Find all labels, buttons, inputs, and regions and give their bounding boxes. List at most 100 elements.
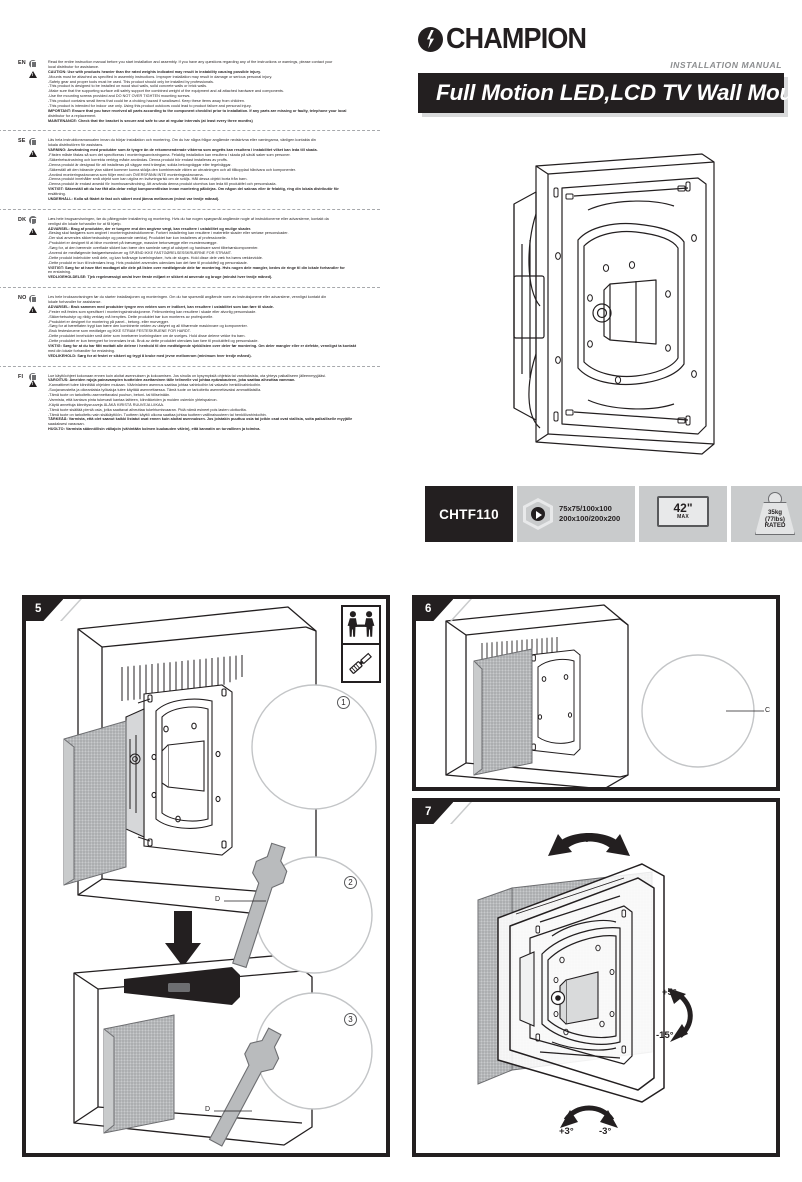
lang-body-line: -Tämä tuote on tarkoitettu vain sisäkäyt…: [48, 412, 267, 417]
lang-body-line: -Fester må festes som spesifisert i mont…: [48, 309, 257, 314]
lang-body-line: -Sørg for, at den bærende overflade sikk…: [48, 246, 259, 250]
lang-code-dk: DK: [18, 216, 27, 223]
lang-body-line: -Denna produkt är endast avsedd för inom…: [48, 182, 277, 187]
lang-body-line: -Safety gear and proper tools must be us…: [48, 79, 214, 84]
step-panel-5: 5: [22, 595, 390, 1157]
screen-size-value: 42": [673, 500, 693, 515]
step-7-illustration: [416, 802, 776, 1153]
manual-kicker: INSTALLATION MANUAL: [670, 60, 782, 70]
lang-body-line: VEDLIGEHOLDELSE: Tjek regelmæssigt om/at…: [48, 275, 273, 280]
product-illustration: [470, 148, 750, 468]
lang-block-dk: DK Læs hele brugsanvisningen, før du påbe…: [18, 216, 410, 280]
lang-divider: [0, 130, 380, 132]
warning-triangle-icon: [29, 306, 37, 314]
weight-note: RATED: [764, 522, 786, 530]
callout-3: 3: [344, 1013, 357, 1026]
lang-intro-line: lokala distributören för assistans.: [48, 143, 104, 148]
tilt-up-angle-label: +5°: [662, 987, 677, 998]
lang-body-line: -Produktet er designet til at blive mont…: [48, 241, 218, 246]
brand-name: CHAMPION: [446, 22, 587, 55]
vesa-line-2: 200x100/200x200: [559, 514, 621, 523]
lang-body-line: -Denna produkt är designad för att insta…: [48, 162, 232, 167]
lang-intro-line: Läs hela instruktionsmanualen innan du b…: [48, 138, 316, 143]
lang-body-line: -Sørg for at bæreflaten trygt kan bære d…: [48, 324, 248, 329]
lang-body-line: VEDLIKEHOLD: Sørg for at festet er sikke…: [48, 353, 252, 358]
lang-body-line: -This product contains small items that …: [48, 99, 245, 103]
manual-title: Full Motion LED,LCD TV Wall Mount: [436, 80, 802, 105]
swivel-angle-label: 30°: [579, 834, 594, 845]
lang-body-line: -Sikkerhetsutstyr og riktig verktøy må b…: [48, 314, 214, 319]
step-panel-7: 7: [412, 798, 780, 1157]
lang-code-no: NO: [18, 295, 27, 302]
lang-intro-line: Læs hele brugsanvisningen, før du påbegy…: [48, 216, 329, 221]
lang-intro-line: Les hele bruksanvisningen før du starter…: [48, 295, 327, 300]
callout-1: 1: [337, 696, 350, 709]
step-number-6: 6: [425, 603, 432, 616]
lang-block-se: SE Läs hela instruktionsmanualen innan du…: [18, 137, 410, 201]
manual-title-bar: Full Motion LED,LCD TV Wall Mount: [418, 73, 802, 113]
read-manual-icon: [29, 137, 37, 147]
vesa-patterns: 75x75/100x100 200x100/200x200: [559, 504, 620, 525]
lang-body-line: -Denna produkt innehåller små objekt som…: [48, 177, 248, 182]
lang-body-line: -Produktet er designet for montering på …: [48, 319, 169, 324]
lang-body-line: -Tämä tuote sisältää pieniä osia, jotka …: [48, 407, 247, 412]
lang-body-line: VIGTIGT: Sørg for at have fået modtaget …: [48, 265, 345, 270]
lang-body-line: -Dette produkt er kun til indendørs brug…: [48, 260, 248, 265]
lang-body-line: ADVARSEL: Brug af produkter, der er tung…: [48, 226, 252, 231]
lang-body-line: -Beslag skal fastgøres som angivet i mon…: [48, 231, 289, 236]
lang-body-line: distributor for a replacement.: [48, 113, 97, 118]
lang-block-no: NO Les hele bruksanvisningen før du start…: [18, 294, 410, 358]
lang-body-line: VARNING: Användning med produkter som är…: [48, 148, 318, 153]
roll-plus-angle-label: +3°: [559, 1126, 574, 1137]
lang-intro-line: Read the entire instruction manual befor…: [48, 60, 333, 64]
lang-body-line: UNDERHÅLL: Kolla så fästet är fast och s…: [48, 196, 220, 201]
champion-bolt-icon: [418, 26, 443, 52]
read-manual-icon: [29, 59, 37, 68]
lang-body-line: en erstatning.: [48, 270, 72, 275]
lang-body-line: IMPORTANT: Ensure that you have received…: [48, 108, 347, 113]
lang-body-line: -Kannattimet tulee kiinnittää ohjeiden m…: [48, 383, 262, 388]
lang-divider: [0, 287, 380, 289]
read-manual-icon: [29, 216, 37, 225]
lang-body-line: -Suojavarusteita ja oikeanlaisia työkalu…: [48, 388, 262, 393]
lang-body-line: -Mounts must be attached as specified in…: [48, 74, 273, 79]
lang-body-line: MAINTENANCE: Check that the bracket is s…: [48, 118, 253, 123]
vesa-line-1: 75x75/100x100: [559, 503, 612, 513]
brand-logo: CHAMPION: [418, 22, 784, 56]
lang-intro-line: local distributor for assistance.: [48, 64, 100, 69]
lang-body-line: -This product is intended for indoor use…: [48, 103, 252, 108]
spec-screen-size-cell: 42" MAX: [639, 486, 727, 542]
spec-vesa-cell: 75x75/100x100 200x100/200x200: [517, 486, 635, 542]
lang-code-se: SE: [18, 138, 26, 145]
roll-minus-angle-label: -3°: [599, 1126, 612, 1137]
lang-body-line: -Bruk festeskruene som medfølger og IKKE…: [48, 329, 191, 334]
step-panel-6: 6: [412, 595, 780, 791]
callout-2: 2: [344, 876, 357, 889]
lang-body-line: -Säkerställ att den bärande ytan säkert …: [48, 167, 297, 172]
tilt-down-angle-label: -15°: [656, 1030, 674, 1041]
screen-size-note: MAX: [677, 514, 689, 521]
product-spec-bar: CHTF110 75x75/100x100 200x100/200x200 42…: [425, 486, 802, 542]
warning-triangle-icon: [29, 228, 37, 236]
lang-body-line: -Make sure that the supporting surface w…: [48, 89, 285, 94]
lang-body-line: VIKTIGT: Säkerställ att du har fått alla…: [48, 187, 339, 192]
lang-body-line: -Der skal anvendes sikkerhedsudstyr og p…: [48, 236, 227, 241]
lang-divider: [0, 208, 380, 210]
lang-body-line: -Dette produktet er kun beregnet for inn…: [48, 339, 259, 343]
lang-body-line: HUOLTO: Varmista säännöllisin väliajoin …: [48, 427, 261, 432]
screwdriver-icon: [341, 643, 381, 683]
lang-body-line: ADVARSEL: Bruk sammen med produkter tyng…: [48, 304, 274, 309]
lang-body-line: -This product is designed to be installe…: [48, 84, 208, 89]
weight-kg: 35kg: [767, 508, 783, 516]
weight-lbs: (77lbs): [765, 515, 785, 523]
brand-header: CHAMPION INSTALLATION MANUAL Full Motion…: [418, 22, 802, 113]
vesa-hex-icon: [523, 498, 553, 530]
lang-body-line: -Använd monteringsskruvarna som följer m…: [48, 172, 204, 177]
lang-body-line: CAUTION: Use with products heavier than …: [48, 69, 261, 74]
lang-body-line: -Dette produkt indeholder små dele, og k…: [48, 255, 263, 260]
lang-intro-line: Lue käyttöohjeet kokonaan ennen kuin alo…: [48, 373, 327, 378]
